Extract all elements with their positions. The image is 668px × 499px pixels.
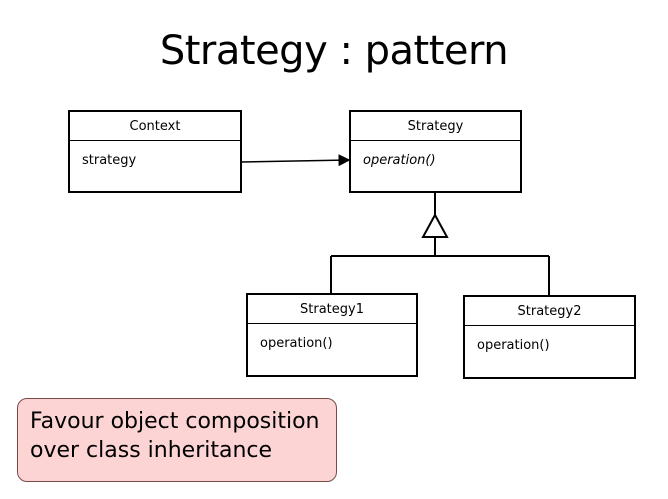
context-strategy-attribute: strategy [82, 153, 137, 168]
strategy-abstract-operation: operation() [363, 153, 436, 168]
slide-title: Strategy : pattern [159, 28, 509, 74]
context-class-name: Context [70, 112, 240, 141]
context-class-box: Context strategy [68, 110, 242, 193]
inheritance-triangle [421, 212, 449, 238]
association-arrow-context-strategy [241, 154, 351, 167]
strategy2-operation: operation() [477, 338, 550, 353]
strategy-class-box: Strategy operation() [349, 110, 522, 193]
strategy2-class-name: Strategy2 [465, 297, 634, 326]
strategy2-class-box: Strategy2 operation() [463, 295, 636, 379]
callout-line-1: Favour object composition [30, 409, 320, 434]
strategy-class-name: Strategy [351, 112, 520, 141]
composition-callout: Favour object composition over class inh… [17, 398, 337, 482]
strategy1-class-box: Strategy1 operation() [246, 293, 418, 377]
callout-line-2: over class inheritance [30, 438, 273, 463]
strategy1-operation: operation() [260, 336, 333, 351]
strategy1-class-name: Strategy1 [248, 295, 416, 324]
